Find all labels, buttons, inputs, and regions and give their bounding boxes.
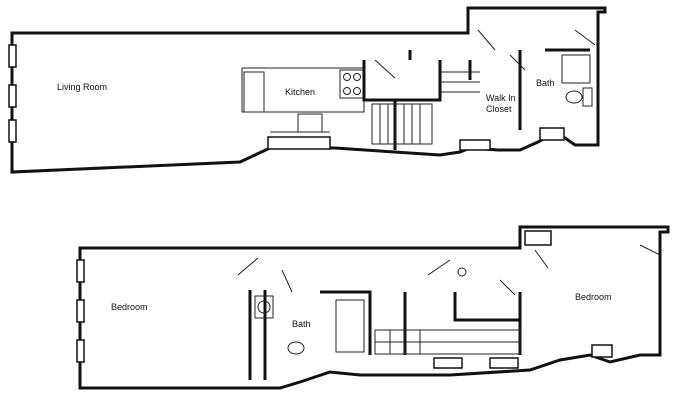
lower-door-swing-2	[281, 269, 293, 293]
lower-door-swing-5	[534, 249, 549, 269]
upper-wall-bump-3	[539, 127, 565, 141]
upper-partition-walls	[362, 48, 590, 150]
lower-door-swing-1	[237, 257, 259, 276]
upper-window-1	[8, 44, 17, 68]
lower-window-2	[76, 299, 85, 323]
lower-toilet	[287, 341, 305, 355]
lower-door-swing-4	[499, 279, 516, 296]
stove-burner-2	[353, 73, 361, 81]
kitchen-sink	[297, 113, 323, 133]
lower-fixture-dot	[457, 267, 467, 277]
upper-door-swing-3	[477, 29, 496, 51]
lower-door-swing-6	[639, 244, 661, 256]
lower-bath-tub	[335, 299, 365, 353]
upper-wall-bump-1	[267, 136, 331, 150]
lower-window-3	[76, 339, 85, 363]
room-label-kitchen: Kitchen	[285, 87, 316, 97]
upper-stairs	[371, 71, 480, 145]
upper-door-swing-2	[509, 54, 526, 71]
upper-window-2	[8, 84, 17, 108]
upper-floor-plan	[8, 6, 607, 174]
room-label-bedroom-left: Bedroom	[111, 302, 148, 312]
lower-outer-wall	[78, 225, 670, 390]
lower-floor-plan	[76, 225, 670, 390]
lower-door-swing-3	[427, 259, 451, 276]
lower-corner-box	[524, 230, 552, 246]
stove-burner-4	[353, 87, 361, 95]
upper-toilet	[565, 90, 583, 104]
lower-wall-bump-3	[591, 344, 613, 358]
room-label-bath-lower: Bath	[292, 319, 311, 329]
lower-wall-bump-1	[433, 357, 463, 369]
kitchen-stove	[339, 69, 365, 99]
room-label-bedroom-right: Bedroom	[575, 292, 612, 302]
room-label-living-room: Living Room	[57, 82, 108, 92]
room-label-walk-in-closet: Walk In Closet	[486, 93, 516, 114]
kitchen-counter-left	[243, 71, 265, 113]
upper-window-3	[8, 119, 17, 143]
upper-vanity	[582, 87, 593, 107]
lower-vanity	[254, 295, 274, 319]
upper-wall-bump-2	[459, 139, 491, 151]
room-label-bath-upper: Bath	[536, 78, 555, 88]
lower-sink	[257, 300, 271, 314]
stove-burner-3	[343, 87, 351, 95]
upper-door-swing-4	[574, 29, 596, 46]
lower-stairs	[374, 329, 521, 355]
upper-bath-tub	[561, 54, 591, 84]
lower-partition-walls	[248, 290, 522, 380]
upper-door-swing-1	[374, 59, 396, 79]
lower-window-1	[76, 259, 85, 283]
stove-burner-1	[343, 73, 351, 81]
lower-wall-bump-2	[489, 357, 519, 369]
